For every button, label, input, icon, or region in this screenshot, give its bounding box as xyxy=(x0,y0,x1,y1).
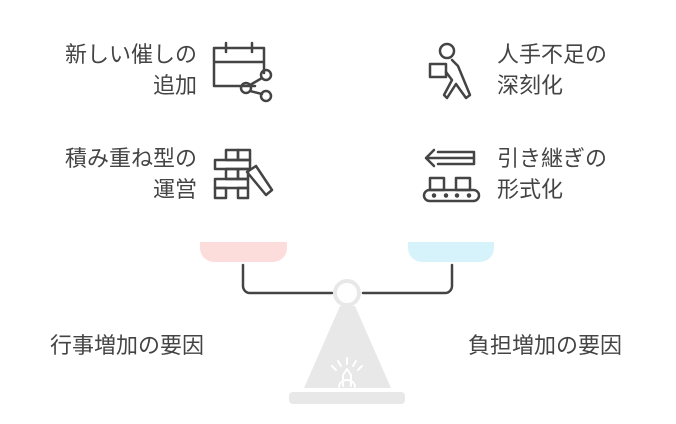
left-item-1: 新しい催しの追加 xyxy=(65,40,197,102)
right-item-1-line2: 深刻化 xyxy=(497,74,564,99)
left-item-2-line2: 運営 xyxy=(152,178,197,203)
person-carrying-box-icon xyxy=(428,42,472,100)
stacked-blocks-icon xyxy=(213,148,274,200)
right-label: 負担増加の要因 xyxy=(468,334,623,359)
conveyor-arrow-icon xyxy=(422,148,481,203)
right-item-2-line1: 引き継ぎの xyxy=(497,147,608,172)
left-item-2: 積み重ね型の運営 xyxy=(65,144,197,206)
calendar-share-icon xyxy=(212,41,273,103)
left-pan xyxy=(200,242,287,262)
right-item-1-line1: 人手不足の xyxy=(497,43,608,68)
right-item-1: 人手不足の深刻化 xyxy=(497,40,607,102)
left-item-1-line2: 追加 xyxy=(152,74,197,99)
right-item-2-line2: 形式化 xyxy=(497,178,564,203)
balance-beam xyxy=(241,263,454,295)
balance-stand xyxy=(289,279,405,404)
left-item-1-line1: 新しい催しの xyxy=(64,43,197,68)
right-pan xyxy=(408,242,494,262)
left-label: 行事増加の要因 xyxy=(50,334,205,359)
left-item-2-line1: 積み重ね型の xyxy=(64,147,197,172)
right-item-2: 引き継ぎの形式化 xyxy=(497,144,607,206)
